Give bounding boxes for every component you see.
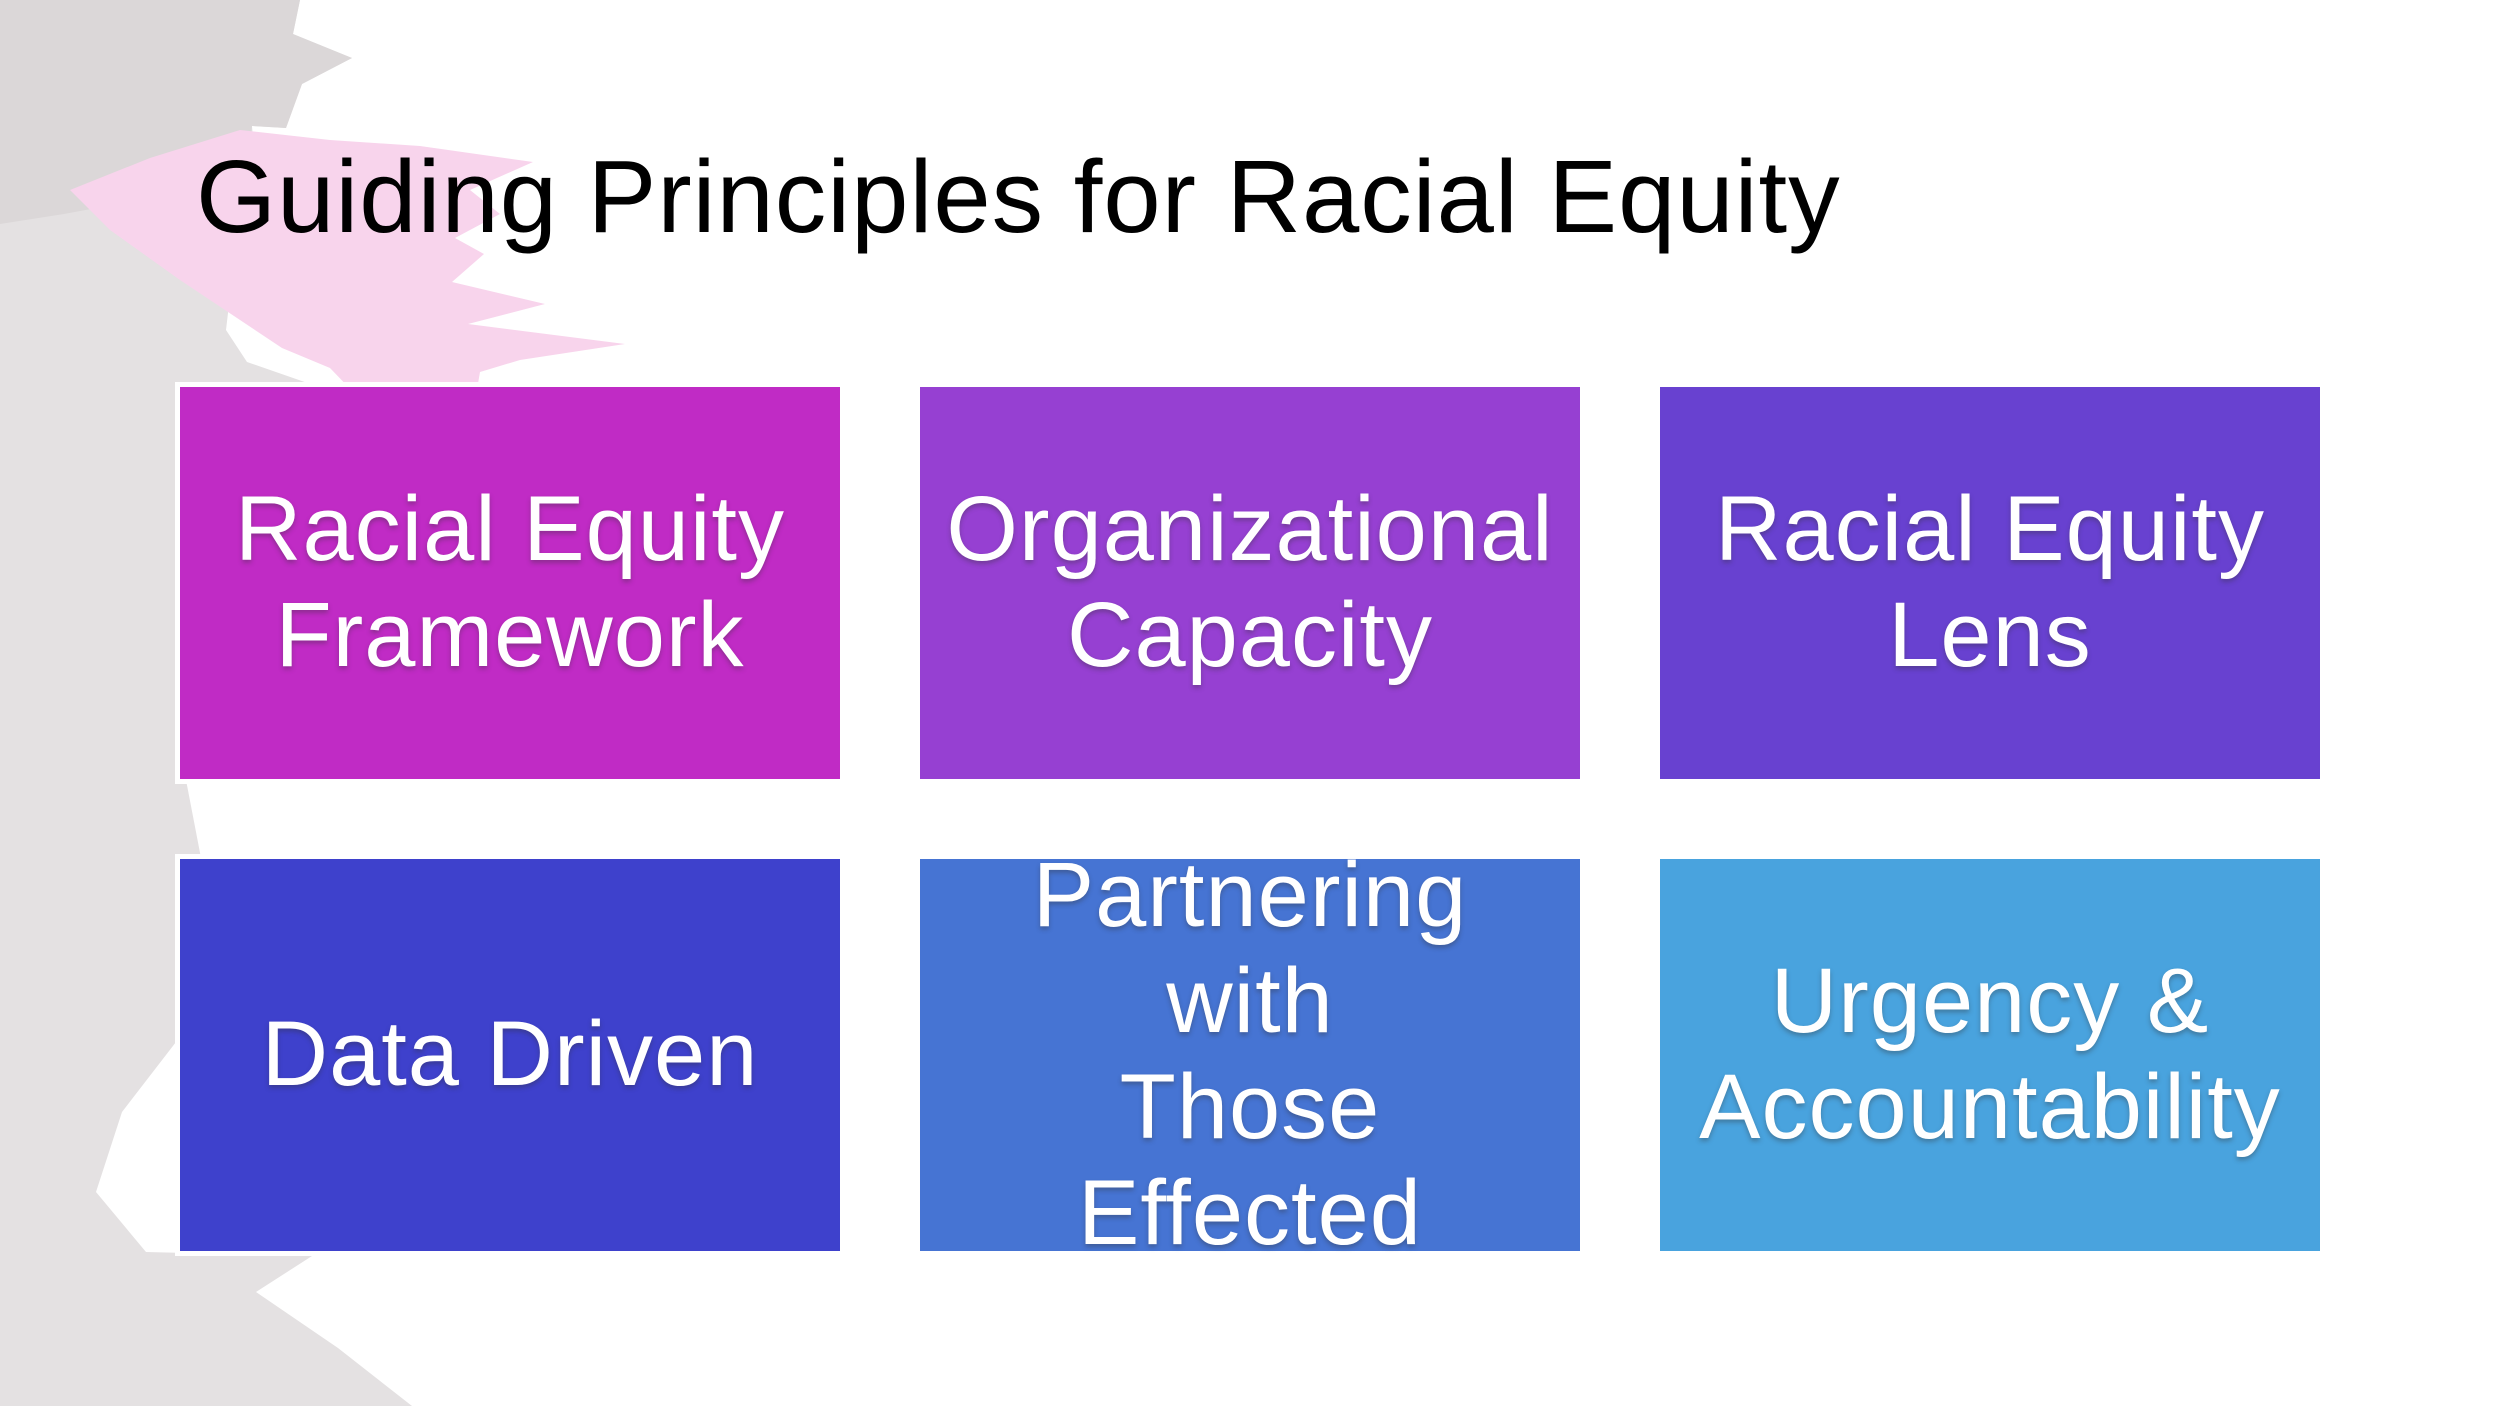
principle-box-racial-equity-framework: Racial Equity Framework (175, 382, 845, 784)
slide-title: Guiding Principles for Racial Equity (196, 139, 1841, 254)
principle-label: Data Driven (261, 1003, 759, 1106)
principle-box-racial-equity-lens: Racial Equity Lens (1655, 382, 2325, 784)
principle-label: Organizational Capacity (946, 478, 1554, 686)
principle-box-organizational-capacity: Organizational Capacity (915, 382, 1585, 784)
principle-label: Racial Equity Lens (1715, 478, 2265, 686)
principles-grid: Racial Equity Framework Organizational C… (175, 382, 2325, 1264)
principle-box-urgency-accountability: Urgency & Accountability (1655, 854, 2325, 1256)
principle-label: Partnering with Those Effected (1032, 844, 1468, 1264)
principle-box-data-driven: Data Driven (175, 854, 845, 1256)
principle-box-partnering-with-those-effected: Partnering with Those Effected (915, 844, 1585, 1264)
principle-label: Urgency & Accountability (1699, 950, 2281, 1158)
principle-label: Racial Equity Framework (235, 478, 785, 686)
